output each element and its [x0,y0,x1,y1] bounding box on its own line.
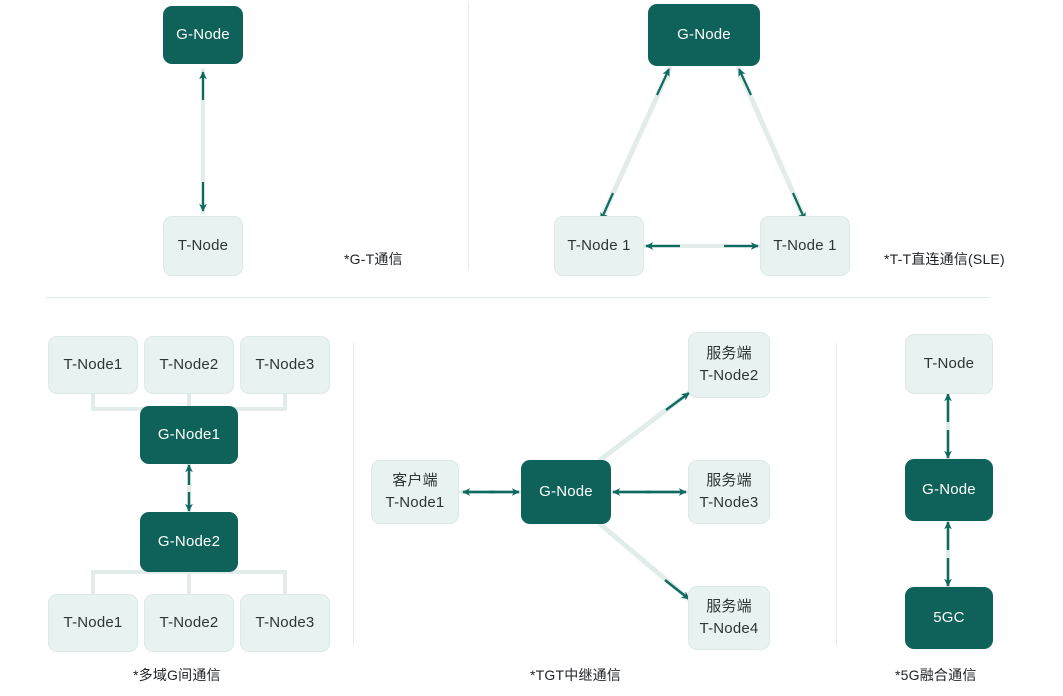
node-5g-t-node[interactable]: T-Node [905,334,993,394]
separator-horizontal-main [46,297,990,298]
node-label-line2: T-Node3 [699,494,759,511]
node-label: G-Node [677,26,731,44]
node-md-bottom-t1[interactable]: T-Node1 [48,594,138,652]
node-tgt-server-t4[interactable]: 服务端 T-Node4 [688,586,770,650]
wire-tgt-s2-link [597,389,693,463]
node-label: G-Node [539,483,593,501]
node-label: T-Node1 [63,614,123,632]
caption-5g: *5G融合通信 [895,667,977,683]
node-label: T-Node2 [159,614,219,632]
node-md-g-node2[interactable]: G-Node2 [140,512,238,572]
wire-tgt-s4-link [597,521,693,603]
node-tgt-client[interactable]: 客户端 T-Node1 [371,460,459,524]
node-label: T-Node [923,355,975,373]
node-label: 5GC [933,609,965,627]
caption-md: *多域G间通信 [133,667,221,683]
wire-tt-right-diagonal [735,65,809,225]
node-label: T-Node3 [255,614,315,632]
node-md-top-t2[interactable]: T-Node2 [144,336,234,394]
node-label: T-Node 1 [773,237,837,255]
node-label-line2: T-Node4 [699,620,759,637]
node-md-g-node1[interactable]: G-Node1 [140,406,238,464]
caption-tgt: *TGT中继通信 [530,667,622,683]
node-label: T-Node3 [255,356,315,374]
node-tt-t-node-right[interactable]: T-Node 1 [760,216,850,276]
node-md-bottom-t2[interactable]: T-Node2 [144,594,234,652]
node-label-line1: 客户端 [392,472,438,490]
node-label-line1: 服务端 [706,345,752,363]
node-label: T-Node [177,237,229,255]
node-gt-t-node[interactable]: T-Node [163,216,243,276]
node-label: G-Node2 [157,533,221,551]
caption-tt: *T-T直连通信(SLE) [884,251,1005,267]
node-label: T-Node 1 [567,237,631,255]
node-md-top-t3[interactable]: T-Node3 [240,336,330,394]
node-label: T-Node2 [159,356,219,374]
node-md-top-t1[interactable]: T-Node1 [48,336,138,394]
node-label: T-Node1 [63,356,123,374]
node-tgt-g-node[interactable]: G-Node [521,460,611,524]
separator-top-vertical [468,2,469,270]
node-tgt-server-t3[interactable]: 服务端 T-Node3 [688,460,770,524]
node-label: G-Node [922,481,976,499]
node-tgt-server-t2[interactable]: 服务端 T-Node2 [688,332,770,398]
node-label-line1: 服务端 [706,598,752,616]
node-tt-g-node[interactable]: G-Node [648,4,760,66]
wire-tt-left-diagonal [597,65,673,225]
separator-bottom-vertical-left [353,343,354,645]
caption-gt: *G-T通信 [344,251,403,267]
node-tt-t-node-left[interactable]: T-Node 1 [554,216,644,276]
node-label-line2: T-Node1 [385,494,445,511]
wire-md-bottom-bracket [91,570,287,596]
node-5g-g-node[interactable]: G-Node [905,459,993,521]
node-5g-5gc[interactable]: 5GC [905,587,993,649]
node-md-bottom-t3[interactable]: T-Node3 [240,594,330,652]
separator-bottom-vertical-right [836,343,837,645]
node-label: G-Node [176,26,230,44]
node-gt-g-node[interactable]: G-Node [163,6,243,64]
node-label-line2: T-Node2 [699,367,759,384]
node-label-line1: 服务端 [706,472,752,490]
node-label: G-Node1 [157,426,221,444]
